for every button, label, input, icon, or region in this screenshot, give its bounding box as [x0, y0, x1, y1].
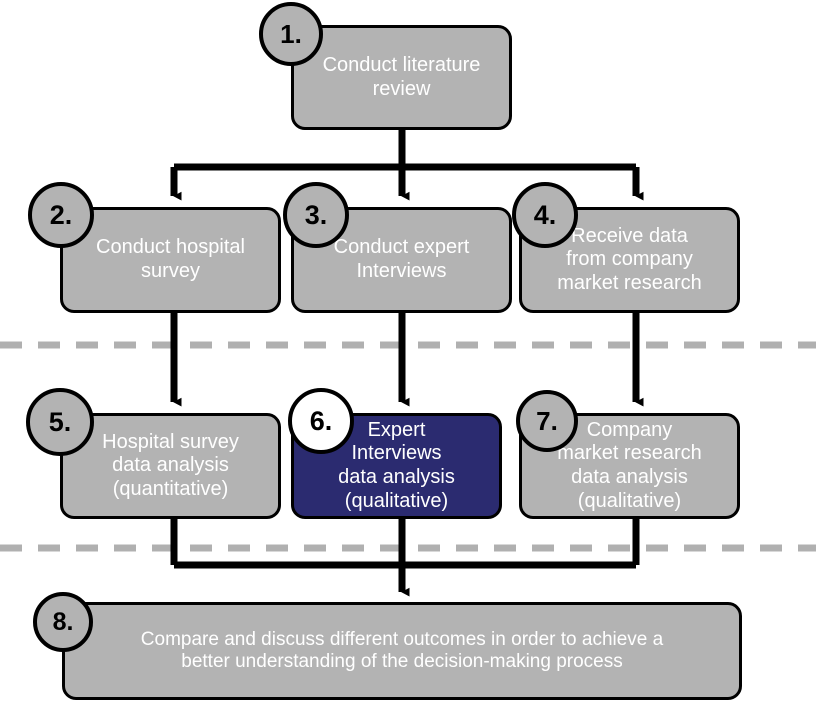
node-expert-interviews-data-analysis[interactable]: Expert Interviews data analysis (qualita…	[291, 413, 502, 519]
step-badge-3: 3.	[283, 182, 349, 248]
node-4-label: Receive data from company market researc…	[557, 224, 702, 294]
node-7-label: Company market research data analysis (q…	[557, 418, 702, 512]
node-hospital-survey-data-analysis[interactable]: Hospital survey data analysis (quantitat…	[60, 413, 281, 519]
node-2-label: Conduct hospital survey	[96, 236, 245, 282]
node-1-label: Conduct literature review	[322, 53, 481, 100]
step-badge-8: 8.	[33, 592, 93, 652]
node-3-label: Conduct expert Interviews	[333, 236, 470, 282]
step-badge-6: 6.	[288, 388, 354, 454]
node-5-label: Hospital survey data analysis (quantitat…	[102, 430, 239, 500]
step-badge-7: 7.	[516, 390, 578, 452]
step-badge-5: 5.	[26, 388, 94, 456]
node-compare-and-discuss-outcomes[interactable]: Compare and discuss different outcomes i…	[62, 602, 742, 700]
step-badge-4: 4.	[512, 182, 578, 248]
node-conduct-literature-review[interactable]: Conduct literature review	[291, 25, 512, 130]
node-6-label: Expert Interviews data analysis (qualita…	[338, 418, 455, 512]
node-conduct-hospital-survey[interactable]: Conduct hospital survey	[60, 207, 281, 313]
step-badge-1: 1.	[259, 2, 323, 66]
node-8-label: Compare and discuss different outcomes i…	[140, 628, 664, 672]
step-badge-2: 2.	[28, 182, 94, 248]
node-company-market-research-data-analysis[interactable]: Company market research data analysis (q…	[519, 413, 740, 519]
